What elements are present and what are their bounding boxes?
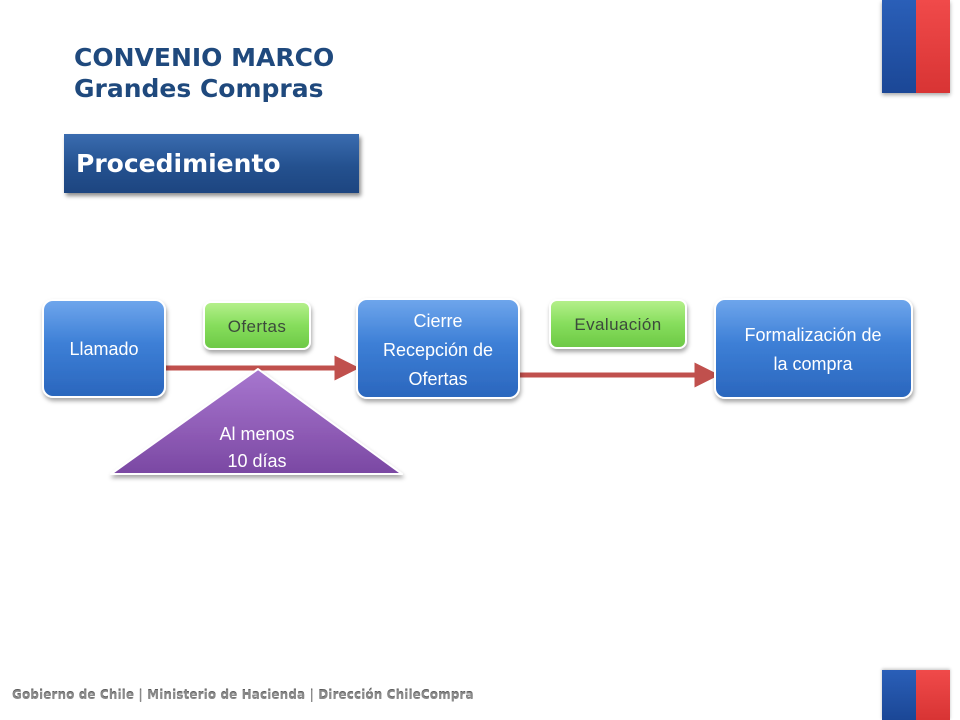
node-formalizacion-line-2: la compra [773,354,853,374]
footer-credits: Gobierno de Chile | Ministerio de Hacien… [12,688,474,702]
node-cierre [356,298,520,399]
label-evaluacion [549,299,687,349]
node-llamado-label: Llamado [69,339,138,359]
triangle-line-2: 10 días [227,451,286,471]
flag-blue-stripe [882,670,916,720]
page-title: CONVENIO MARCO Grandes Compras [74,42,334,104]
label-evaluacion-text: Evaluación [574,315,661,334]
node-formalizacion-line-1: Formalización de [744,325,881,345]
flag-blue-stripe [882,0,916,93]
label-ofertas-text: Ofertas [228,317,287,336]
label-ofertas [203,301,311,350]
section-title: Procedimiento [76,149,281,178]
node-formalizacion [714,298,913,399]
chile-flag-bottom [882,670,950,720]
node-cierre-line-2: Recepción de [383,340,493,360]
chile-flag-top [882,0,950,93]
node-cierre-line-3: Ofertas [408,369,467,389]
section-banner: Procedimiento [64,134,359,193]
triangle-duration [110,368,403,475]
flag-red-stripe [916,670,950,720]
triangle-line-1: Al menos [219,424,294,444]
node-llamado [42,299,166,398]
node-cierre-line-1: Cierre [413,311,462,331]
title-line-2: Grandes Compras [74,74,324,103]
flag-red-stripe [916,0,950,93]
title-line-1: CONVENIO MARCO [74,43,335,72]
